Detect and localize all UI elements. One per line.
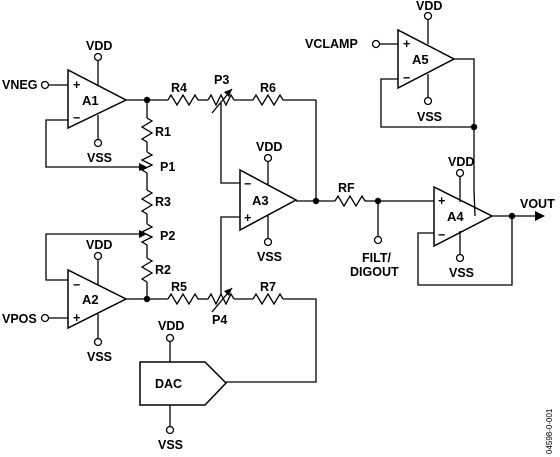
- resistor-r7: [252, 292, 284, 306]
- filt-label-line1: FILT/: [362, 251, 391, 265]
- dac-label: DAC: [155, 377, 182, 391]
- a1-vdd-label: VDD: [86, 39, 112, 53]
- vneg-label: VNEG: [2, 78, 37, 92]
- a2-vdd-label: VDD: [86, 238, 112, 252]
- amplifier-a4: A4 + − VDD VSS: [433, 155, 494, 280]
- potentiometer-p1: [140, 151, 154, 174]
- vpos-label: VPOS: [2, 312, 37, 326]
- vout-label: VOUT: [520, 197, 555, 211]
- a5-minus-sign: −: [403, 71, 410, 85]
- dac-block: DAC VDD VSS: [139, 319, 228, 452]
- amplifier-a4-label: A4: [447, 209, 464, 224]
- a2-vss-label: VSS: [87, 350, 112, 364]
- resistor-r6: [252, 93, 284, 107]
- r3-label: R3: [155, 195, 171, 209]
- vclamp-label: VCLAMP: [305, 37, 358, 51]
- filt-label-line2: DIGOUT: [350, 265, 399, 279]
- r7-label: R7: [260, 280, 276, 294]
- dac-vdd-label: VDD: [158, 319, 184, 333]
- a3-minus-sign: −: [244, 177, 251, 191]
- p2-label: P2: [160, 229, 175, 243]
- a4-plus-sign: +: [438, 194, 445, 208]
- amplifier-a5-label: A5: [412, 52, 429, 67]
- amplifier-a2-label: A2: [82, 292, 99, 307]
- amplifier-a3-label: A3: [252, 193, 269, 208]
- a4-vdd-label: VDD: [448, 155, 474, 169]
- a1-plus-sign: +: [73, 78, 80, 92]
- a4-vss-label: VSS: [449, 266, 474, 280]
- a4-minus-sign: −: [438, 228, 445, 242]
- p3-label: P3: [214, 73, 229, 87]
- a1-vss-label: VSS: [87, 151, 112, 165]
- r1-label: R1: [155, 125, 171, 139]
- a2-plus-sign: +: [73, 311, 80, 325]
- resistor-r5: [167, 292, 199, 306]
- a5-plus-sign: +: [403, 37, 410, 51]
- resistor-r2: [140, 257, 154, 283]
- a3-vss-label: VSS: [257, 250, 282, 264]
- amplifier-a1: A1 + − VDD VSS: [67, 39, 128, 165]
- potentiometer-p2: [140, 223, 154, 246]
- amplifier-a5: A5 + − VDD VSS: [397, 0, 456, 124]
- resistor-r1: [140, 117, 154, 143]
- a3-plus-sign: +: [244, 211, 251, 225]
- rf-label: RF: [338, 181, 355, 195]
- amplifier-a2: A2 − + VDD VSS: [67, 238, 128, 364]
- a3-vdd-label: VDD: [256, 140, 282, 154]
- a1-minus-sign: −: [73, 111, 80, 125]
- a2-minus-sign: −: [73, 278, 80, 292]
- r4-label: R4: [171, 81, 187, 95]
- figure-id: 04598-0-001: [545, 408, 554, 454]
- resistor-r3: [140, 189, 154, 215]
- r2-label: R2: [155, 263, 171, 277]
- a5-vss-label: VSS: [417, 110, 442, 124]
- r6-label: R6: [260, 81, 276, 95]
- r5-label: R5: [171, 280, 187, 294]
- potentiometer-p3: [207, 93, 235, 107]
- p1-label: P1: [160, 160, 175, 174]
- amplifier-a1-label: A1: [82, 93, 99, 108]
- amplifier-a3: A3 − + VDD VSS: [239, 140, 298, 264]
- resistor-rf: [334, 194, 366, 208]
- a5-vdd-label: VDD: [416, 0, 442, 13]
- resistor-r4: [167, 93, 199, 107]
- p4-label: P4: [212, 313, 227, 327]
- dac-vss-label: VSS: [158, 438, 183, 452]
